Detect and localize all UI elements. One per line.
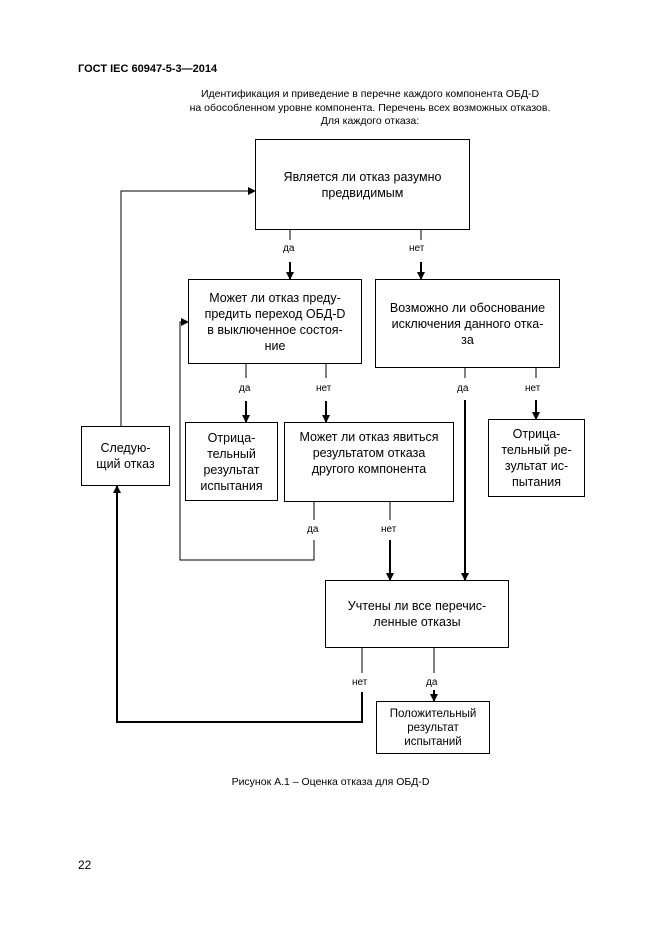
box-negative-result-1: Отрица- тельный результат испытания — [185, 422, 278, 501]
box-positive-result-text: Положительный результат испытаний — [389, 707, 477, 748]
label-no-2: нет — [316, 383, 332, 394]
intro-line-1: Идентификация и приведение в перечне каж… — [200, 88, 540, 100]
box-prevent-transition-text: Может ли отказ преду- предить переход ОБ… — [204, 290, 346, 353]
document-header: ГОСТ IEC 60947-5-3—2014 — [78, 63, 218, 75]
box-justify-exclusion: Возможно ли обоснование исключения данно… — [375, 279, 560, 368]
box-result-of-other: Может ли отказ явиться результатом отказ… — [284, 422, 454, 502]
connector-yes-4-loop — [179, 318, 315, 561]
box-negative-result-1-text: Отрица- тельный результат испытания — [200, 430, 263, 493]
intro-line-2: на обособленном уровне компонента. Переч… — [189, 101, 551, 114]
label-no-5: нет — [352, 677, 368, 688]
label-yes-4: да — [307, 524, 319, 535]
box-negative-result-2-text: Отрица- тельный ре- зультат ис- пытания — [501, 427, 572, 489]
box-negative-result-2: Отрица- тельный ре- зультат ис- пытания — [488, 419, 585, 497]
label-yes-3: да — [457, 383, 469, 394]
label-no-3: нет — [525, 383, 541, 394]
box-foreseeable: Является ли отказ разумно предвидимым — [255, 139, 470, 230]
box-justify-exclusion-text: Возможно ли обоснование исключения данно… — [389, 300, 546, 347]
box-foreseeable-text: Является ли отказ разумно предвидимым — [283, 169, 442, 200]
box-next-failure-text: Следую- щий отказ — [96, 441, 155, 471]
label-yes-5: да — [426, 677, 438, 688]
box-all-listed: Учтены ли все перечис- ленные отказы — [325, 580, 509, 648]
figure-caption: Рисунок А.1 – Оценка отказа для ОБД-D — [231, 776, 430, 788]
box-positive-result: Положительный результат испытаний — [376, 701, 490, 754]
box-next-failure: Следую- щий отказ — [81, 426, 170, 486]
box-prevent-transition: Может ли отказ преду- предить переход ОБ… — [188, 279, 362, 364]
label-yes-1: да — [283, 243, 295, 254]
box-all-listed-text: Учтены ли все перечис- ленные отказы — [347, 599, 487, 629]
connector-next-to-top — [120, 187, 256, 426]
label-yes-2: да — [239, 383, 251, 394]
connector-no-5-loop — [113, 485, 363, 723]
intro-line-3: Для каждого отказа: — [320, 115, 420, 127]
page-number: 22 — [78, 858, 92, 872]
intro-text: Идентификация и приведение в перечне каж… — [150, 88, 590, 129]
box-result-of-other-text: Может ли отказ явиться результатом отказ… — [299, 430, 439, 476]
label-no-1: нет — [409, 243, 425, 254]
label-no-4: нет — [381, 524, 397, 535]
